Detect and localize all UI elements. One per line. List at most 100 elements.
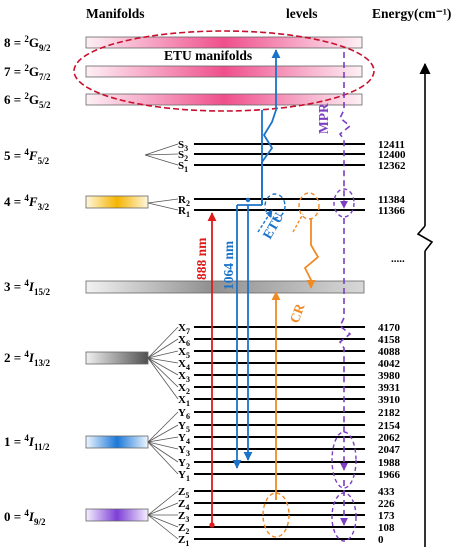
manifold-number: 1: [4, 434, 11, 449]
level-label: Z1: [178, 534, 189, 548]
level-letter: Z: [178, 534, 185, 546]
header-levels: levels: [286, 6, 318, 21]
manifold-j: 9/2: [39, 43, 51, 53]
energy-value: 4158: [378, 334, 401, 346]
level-label: S3: [178, 139, 188, 153]
energy-value: 11384: [378, 194, 405, 206]
level-label: X7: [178, 322, 190, 336]
level-letter: Y: [178, 457, 186, 469]
manifold-number: 5: [4, 148, 11, 163]
energy-value: 226: [378, 498, 395, 510]
swatch-4i92: [85, 508, 149, 522]
manifold-multiplicity: 4: [24, 193, 29, 203]
swatch-4i152: [85, 280, 365, 294]
header-manifolds: Manifolds: [86, 6, 145, 21]
manifold-labels: 8 = 2G9/27 = 2G7/26 = 2G5/25 = 4F5/24 = …: [4, 34, 51, 527]
energy-value: 2062: [378, 432, 401, 444]
fan-line: [147, 357, 179, 400]
level-letter: X: [178, 346, 186, 358]
emission-label: 1064 nm: [221, 240, 236, 290]
etu-manifolds-ellipse: [73, 30, 375, 112]
manifold-label: 1 = 4I11/2: [4, 433, 50, 452]
level-label: X3: [178, 370, 190, 384]
level-index: 2: [186, 462, 190, 471]
level-index: 3: [186, 449, 190, 458]
fan-line: [144, 143, 179, 156]
energy-value: 12411: [378, 139, 405, 151]
fan-line: [144, 154, 179, 166]
fan-line: [147, 411, 179, 443]
level-label: Z3: [178, 510, 189, 524]
cr-ellipse-lower: [262, 492, 290, 538]
level-label: Z4: [178, 498, 189, 512]
manifold-label: 7 = 2G7/2: [4, 63, 51, 82]
level-index: 1: [186, 210, 190, 219]
level-letter: X: [178, 334, 186, 346]
fan-line: [147, 424, 179, 443]
manifold-multiplicity: 4: [24, 278, 29, 288]
manifold-j: 11/2: [34, 442, 50, 452]
level-label: Z5: [178, 486, 189, 500]
level-label: X4: [178, 358, 190, 372]
manifold-multiplicity: 2: [24, 91, 29, 101]
level-label: X1: [178, 394, 190, 408]
fan-line: [147, 202, 179, 211]
swatch-4i112: [85, 435, 149, 449]
manifold-label: 5 = 4F5/2: [4, 147, 50, 166]
level-index: 6: [186, 412, 190, 421]
energy-value: 433: [378, 486, 395, 498]
level-letter: X: [178, 394, 186, 406]
level-index: 4: [186, 437, 190, 446]
cr-dashed-link: [292, 213, 304, 233]
manifold-number: 7: [4, 64, 11, 79]
swatch-2g52: [85, 93, 363, 106]
energy-value: 11366: [378, 205, 405, 217]
manifold-equals: =: [11, 279, 25, 294]
fan-line: [147, 338, 179, 359]
pump-label: 888 nm: [194, 237, 209, 280]
manifold-label: 2 = 4I13/2: [4, 349, 50, 368]
manifold-term: I: [28, 434, 35, 449]
level-letter: S: [178, 160, 184, 172]
manifold-equals: =: [11, 509, 25, 524]
fan-line: [147, 198, 179, 204]
level-letter: Z: [178, 498, 185, 510]
level-index: 4: [185, 503, 189, 512]
manifold-label: 8 = 2G9/2: [4, 34, 51, 53]
manifold-label: 0 = 4I9/2: [4, 508, 46, 527]
manifold-j: 9/2: [34, 517, 46, 527]
energy-value: 12362: [378, 160, 406, 172]
manifold-j: 3/2: [38, 202, 50, 212]
level-index: 3: [184, 144, 188, 153]
level-index: 6: [186, 339, 190, 348]
manifold-equals: =: [11, 350, 25, 365]
header-energy: Energy(cm⁻¹): [372, 6, 451, 21]
energy-axis: [416, 62, 434, 547]
manifold-number: 6: [4, 92, 11, 107]
swatch-2g92: [85, 36, 363, 49]
level-index: 3: [185, 515, 189, 524]
mpr-ellipse-4i92: [331, 492, 357, 542]
mpr-ellipse-4i112: [331, 431, 357, 489]
manifold-term: I: [28, 350, 35, 365]
level-letter: X: [178, 382, 186, 394]
manifold-term: G: [29, 35, 39, 50]
energy-value: 3980: [378, 370, 401, 382]
energy-value: 1966: [378, 469, 401, 481]
manifold-term: G: [29, 64, 39, 79]
manifold-j: 5/2: [38, 156, 50, 166]
level-index: 3: [186, 375, 190, 384]
level-index: 1: [186, 399, 190, 408]
swatch-4i132: [85, 351, 149, 365]
level-letter: R: [178, 194, 187, 206]
energy-value: 4088: [378, 346, 401, 358]
level-letter: Z: [178, 486, 185, 498]
level-letter: Z: [178, 510, 185, 522]
energy-value: 0: [378, 534, 384, 546]
cr-down-arrow: [303, 218, 320, 289]
axis-break-dots: .....: [391, 253, 405, 265]
level-index: 5: [186, 351, 190, 360]
level-label: Y1: [178, 469, 190, 483]
level-label: Y6: [178, 407, 190, 421]
fan-line: [147, 502, 179, 516]
